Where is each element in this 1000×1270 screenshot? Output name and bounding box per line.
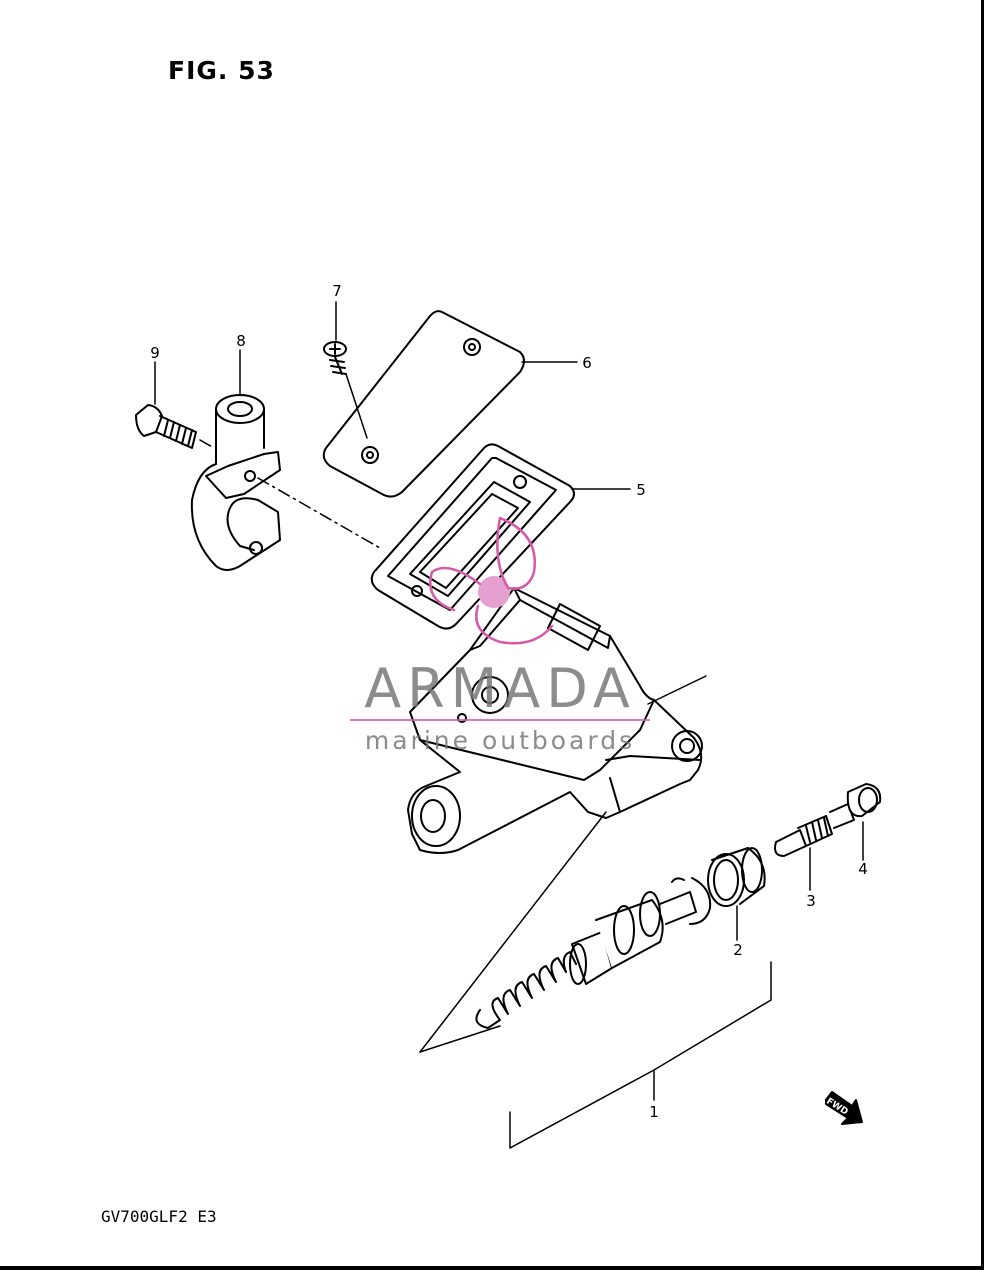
figure-title: FIG. 53 [168,56,275,85]
callout-5: 5 [636,481,646,499]
reservoir-cap [322,310,525,498]
watermark-logo [429,516,554,645]
callout-3: 3 [806,892,816,910]
watermark-tagline: marine outboards [364,726,636,755]
watermark-rule [350,719,650,721]
fwd-direction-arrow [825,1091,863,1125]
page-border-right [981,0,984,1270]
alignment-lines [199,439,381,549]
rod-end [846,783,882,818]
callout-9: 9 [150,344,160,362]
clamp-bolt [135,404,197,449]
callout-4: 4 [858,860,868,878]
cap-screw [323,341,368,439]
kit-boundary-lines [419,675,707,1053]
diaphragm [370,443,575,630]
watermark-brand-name: ARMADA [364,657,636,720]
page-border-bottom [0,1266,984,1270]
callout-1: 1 [649,1103,659,1121]
callout-6: 6 [582,354,592,372]
leader-lines [154,301,864,1149]
push-rod [774,803,855,857]
model-code: GV700GLF2 E3 [101,1207,217,1226]
piston-assembly [475,877,712,1029]
callout-7: 7 [332,282,342,300]
callout-8: 8 [236,332,246,350]
handlebar-clamp [190,394,281,571]
callout-2: 2 [733,941,743,959]
piston-boot [707,847,766,907]
